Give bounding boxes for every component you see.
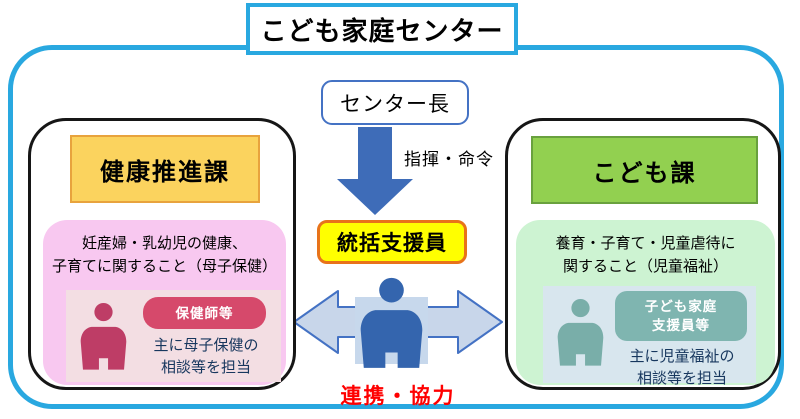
badge-line-1: 子ども家庭 <box>644 299 718 314</box>
coordinator-person-icon <box>360 277 423 368</box>
badge-line-2: 支援員等 <box>652 318 710 333</box>
duty-line-2: 関すること（児童福祉） <box>562 258 728 275</box>
duty-line-2: 子育てに関すること（母子保健） <box>51 258 277 275</box>
health-role-text: 主に母子保健の 相談等を担当 <box>140 335 272 379</box>
role-line-2: 相談等を担当 <box>160 359 251 376</box>
family-support-person-icon <box>557 298 604 366</box>
role-line-2: 相談等を担当 <box>636 370 727 387</box>
page-title: こども家庭センター <box>246 3 518 55</box>
duty-line-1: 養育・子育て・児童虐待に <box>555 235 736 252</box>
child-welfare-duty-box: 養育・子育て・児童虐待に 関すること（児童福祉） 子ども家庭 支援員等 主に児童… <box>516 220 775 387</box>
role-line-1: 主に母子保健の <box>153 337 259 354</box>
role-line-1: 主に児童福祉の <box>629 348 735 365</box>
badge-label: 保健師等 <box>175 305 234 321</box>
children-dept-box: こども課 <box>531 136 758 204</box>
health-staff-card: 保健師等 主に母子保健の 相談等を担当 <box>66 290 281 382</box>
welfare-staff-card: 子ども家庭 支援員等 主に児童福祉の 相談等を担当 <box>543 286 756 387</box>
duty-line-1: 妊産婦・乳幼児の健康、 <box>81 235 247 252</box>
welfare-role-text: 主に児童福祉の 相談等を担当 <box>613 346 751 390</box>
health-promotion-dept-box: 健康推進課 <box>70 135 260 203</box>
cooperation-label: 連携・協力 <box>340 385 456 408</box>
health-promotion-panel: 健康推進課 妊産婦・乳幼児の健康、 子育てに関すること（母子保健） 保健師等 主… <box>28 118 296 390</box>
coordinator-box: 統括支援員 <box>317 220 467 264</box>
family-support-badge: 子ども家庭 支援員等 <box>615 291 747 341</box>
director-box: センター長 <box>321 80 469 125</box>
maternal-health-duty-text: 妊産婦・乳幼児の健康、 子育てに関すること（母子保健） <box>43 220 286 278</box>
health-nurse-badge: 保健師等 <box>143 297 266 329</box>
health-nurse-person-icon <box>80 302 127 370</box>
command-label: 指揮・命令 <box>404 150 494 169</box>
maternal-health-duty-box: 妊産婦・乳幼児の健康、 子育てに関すること（母子保健） 保健師等 主に母子保健の… <box>43 220 286 385</box>
command-down-arrow-icon <box>337 127 413 215</box>
children-division-panel: こども課 養育・子育て・児童虐待に 関すること（児童福祉） 子ども家庭 支援員等… <box>505 118 781 390</box>
child-welfare-duty-text: 養育・子育て・児童虐待に 関すること（児童福祉） <box>516 220 775 278</box>
